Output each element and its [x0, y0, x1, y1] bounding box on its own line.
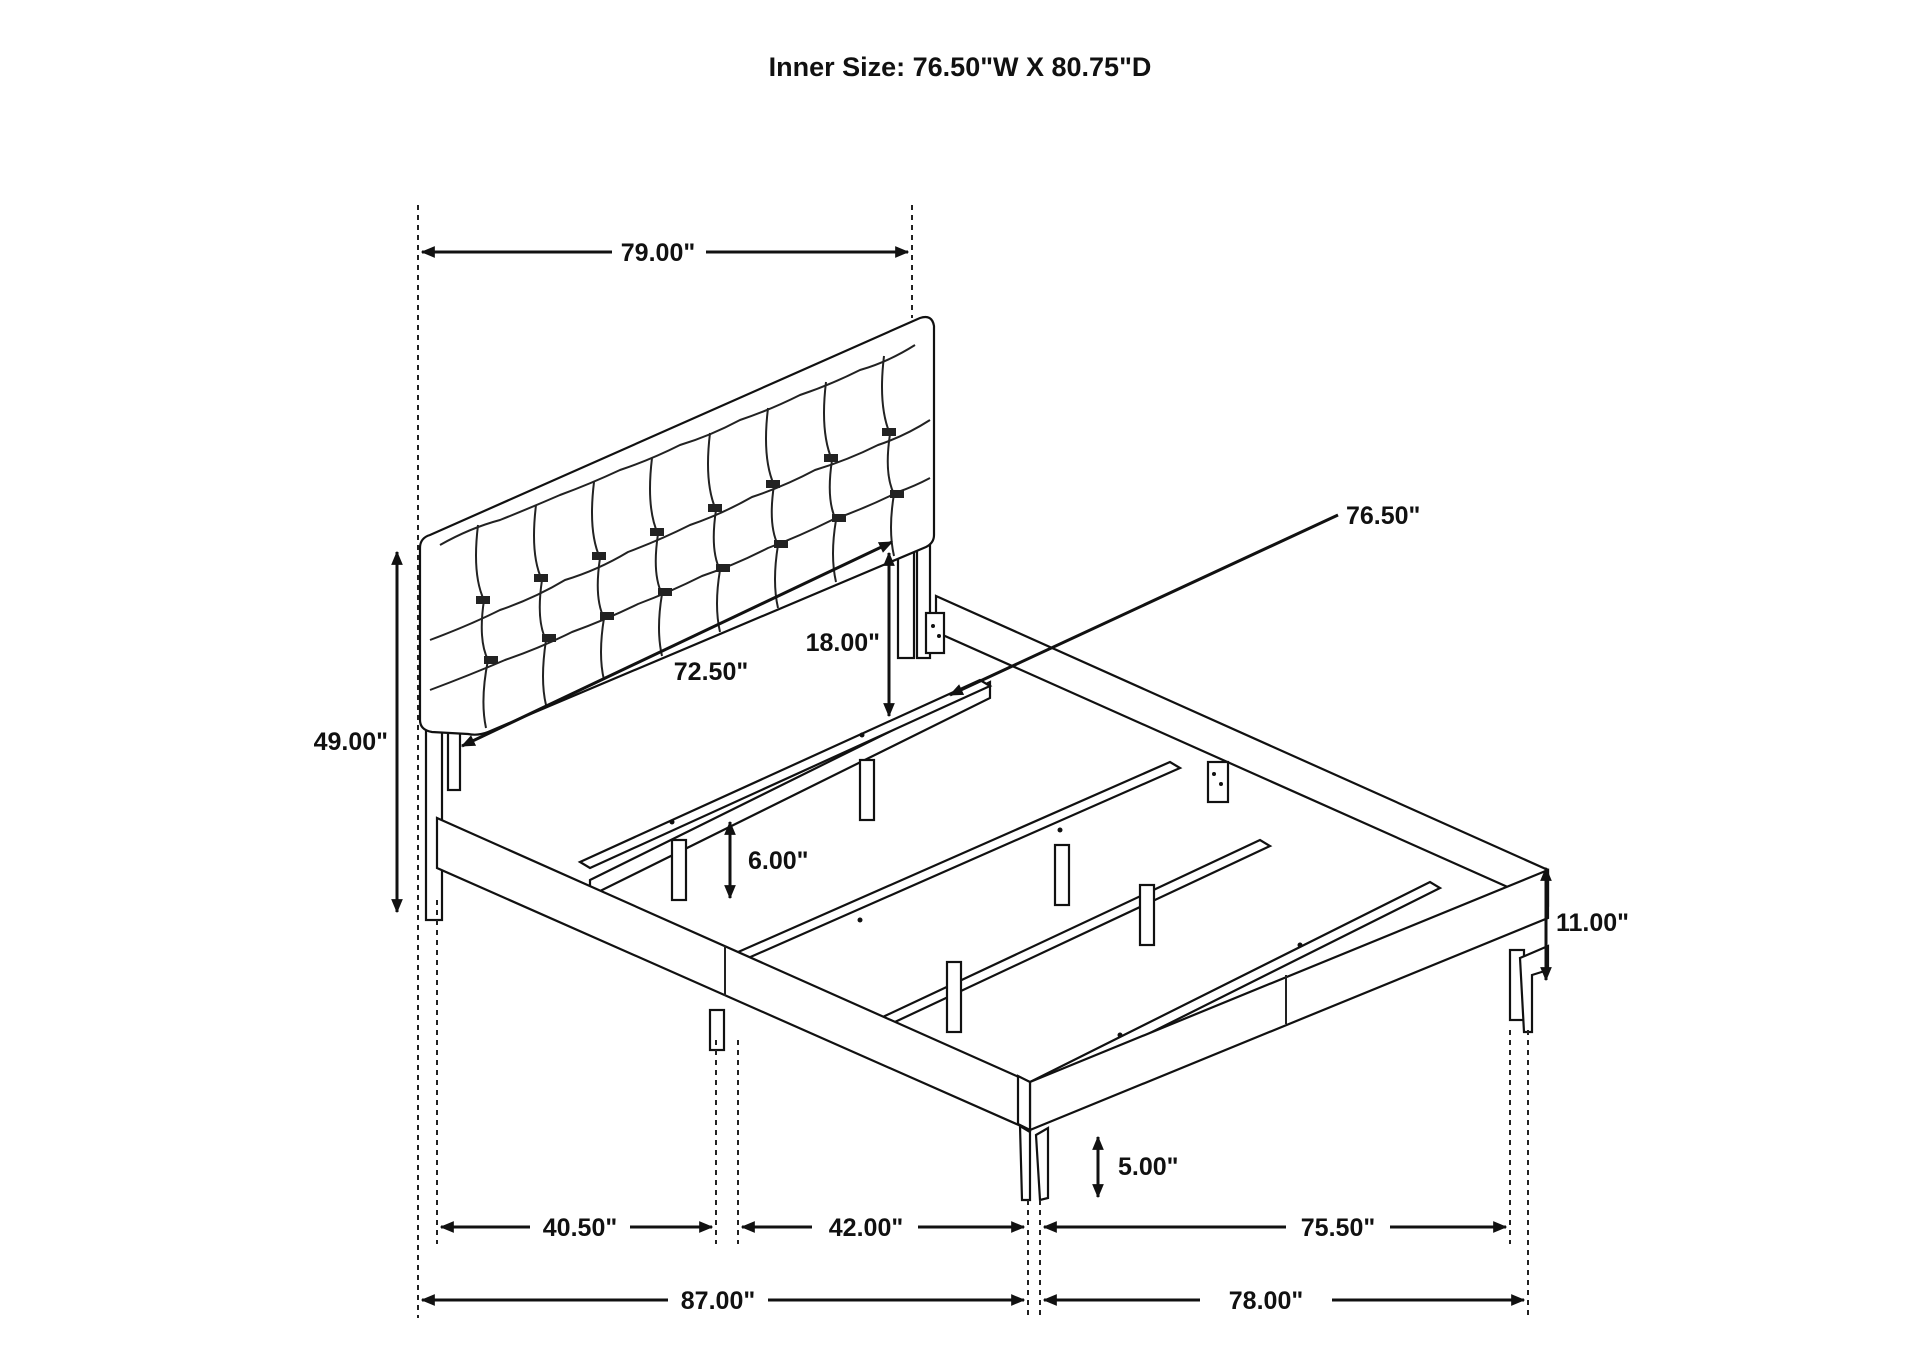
- overall-length-label: 87.00": [681, 1287, 755, 1315]
- dimension-79: 79.00": [420, 239, 910, 267]
- headboard-panel-height-label: 18.00": [806, 629, 880, 657]
- dimension-76-50: 76.50": [948, 502, 1420, 697]
- left-rail-segment-2-label: 42.00": [829, 1214, 903, 1242]
- foot-rail: [1016, 868, 1550, 1132]
- dimension-49: 49.00": [314, 550, 403, 914]
- leg-height-label: 5.00": [1118, 1153, 1179, 1181]
- left-rail-segment-1-label: 40.50": [543, 1214, 617, 1242]
- overall-width-label: 78.00": [1229, 1287, 1303, 1315]
- dimension-11: 11.00": [1540, 866, 1629, 982]
- dimension-40-50: 40.50": [439, 1214, 714, 1242]
- slat-clearance-label: 6.00": [748, 847, 809, 875]
- dimension-72-50: 72.50": [460, 540, 894, 748]
- front-inner-width-label: 75.50": [1301, 1214, 1375, 1242]
- rail-height-label: 11.00": [1556, 909, 1629, 937]
- far-side-rail: [924, 594, 1550, 907]
- dimension-42: 42.00": [740, 1214, 1026, 1242]
- headboard-legs: [424, 516, 932, 922]
- dimension-75-50: 75.50": [1042, 1214, 1508, 1242]
- dimension-78: 78.00": [1042, 1287, 1526, 1315]
- dimension-87: 87.00": [420, 1287, 1026, 1315]
- inner-diagonal-label: 76.50": [1346, 502, 1420, 530]
- dimension-5: 5.00": [1092, 1135, 1179, 1199]
- slat-support-legs: [670, 758, 1526, 1052]
- diagram-title: Inner Size: 76.50"W X 80.75"D: [769, 52, 1152, 82]
- dimension-6: 6.00": [724, 820, 809, 900]
- bed-illustration: [418, 315, 1550, 1202]
- overall-height-label: 49.00": [314, 728, 388, 756]
- extension-lines: [417, 205, 1529, 1318]
- headboard-inner-width-label: 72.50": [674, 658, 748, 686]
- headboard-width-label: 79.00": [621, 239, 695, 267]
- dimension-18: 18.00": [806, 551, 895, 718]
